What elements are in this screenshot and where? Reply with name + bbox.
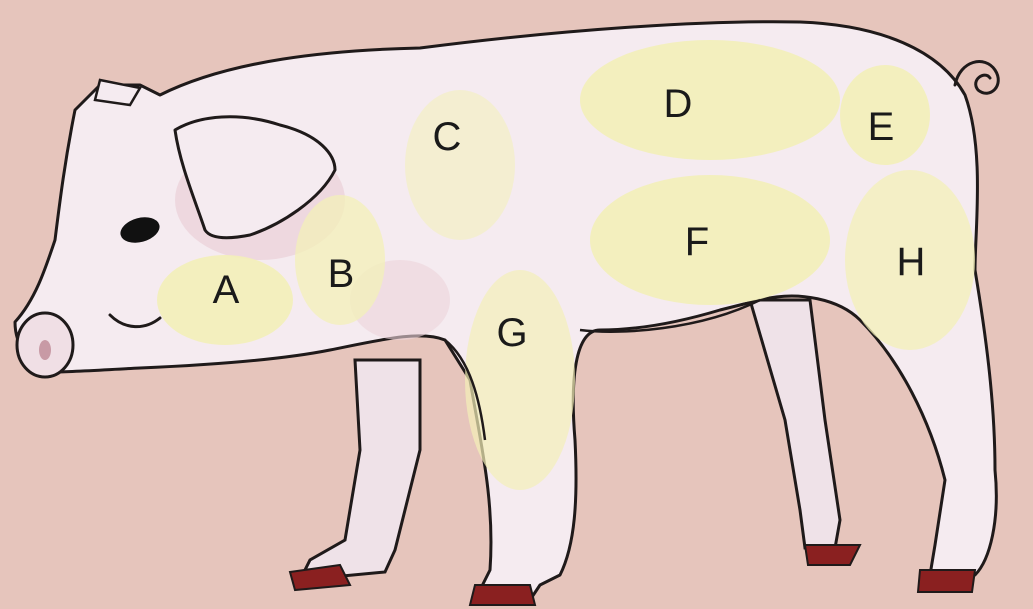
region-c-area — [405, 90, 515, 240]
far-front-leg — [300, 360, 420, 580]
region-label-f: F — [685, 222, 709, 262]
region-label-e: E — [868, 107, 895, 147]
near-front-hoof — [470, 585, 535, 605]
near-hind-hoof — [918, 570, 975, 592]
region-label-d: D — [664, 84, 693, 124]
region-d-area — [580, 40, 840, 160]
region-label-c: C — [433, 117, 462, 157]
region-label-b: B — [328, 254, 355, 294]
region-label-g: G — [496, 313, 527, 353]
region-f-area — [590, 175, 830, 305]
far-hind-leg — [750, 300, 840, 548]
pig-nostril — [39, 340, 51, 360]
region-g-area — [465, 270, 575, 490]
region-label-a: A — [213, 270, 240, 310]
far-front-hoof — [290, 565, 350, 590]
region-label-h: H — [897, 242, 926, 282]
far-hind-hoof — [805, 545, 860, 565]
